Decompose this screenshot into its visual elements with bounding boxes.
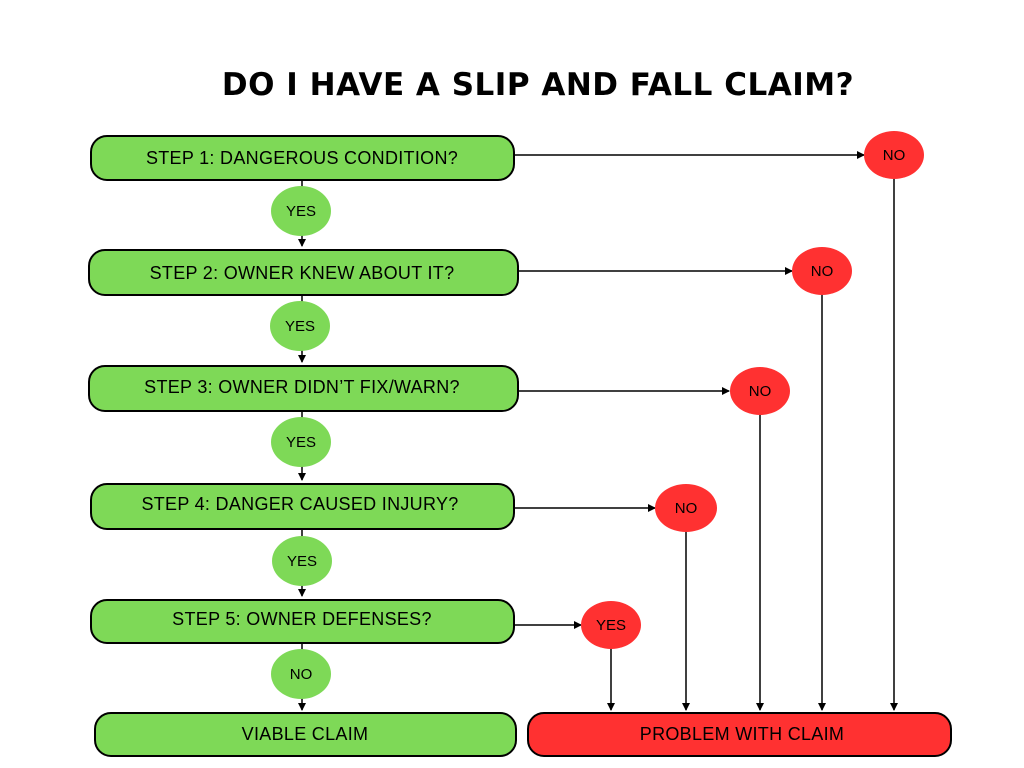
step-5-label: STEP 5: OWNER DEFENSES? xyxy=(172,609,432,629)
continue-circle-1: YES xyxy=(271,186,331,236)
step-3-label: STEP 3: OWNER DIDN’T FIX/WARN? xyxy=(144,377,460,397)
exit-label-1: NO xyxy=(883,147,906,164)
problem-claim-label: PROBLEM WITH CLAIM xyxy=(640,724,844,744)
exit-circle-2: NO xyxy=(792,247,852,295)
viable-claim-label: VIABLE CLAIM xyxy=(242,724,369,744)
exit-circle-3: NO xyxy=(730,367,790,415)
exit-label-3: NO xyxy=(749,383,772,400)
continue-circle-3: YES xyxy=(271,417,331,467)
step-box-3: STEP 3: OWNER DIDN’T FIX/WARN? xyxy=(88,365,519,412)
problem-claim-box: PROBLEM WITH CLAIM xyxy=(527,712,952,757)
continue-label-5: NO xyxy=(290,666,313,683)
continue-label-3: YES xyxy=(286,434,316,451)
step-box-2: STEP 2: OWNER KNEW ABOUT IT? xyxy=(88,249,519,296)
step-1-label: STEP 1: DANGEROUS CONDITION? xyxy=(146,148,458,168)
step-box-4: STEP 4: DANGER CAUSED INJURY? xyxy=(90,483,515,530)
continue-label-2: YES xyxy=(285,318,315,335)
page-title: DO I HAVE A SLIP AND FALL CLAIM? xyxy=(222,67,854,103)
drop-connectors xyxy=(607,178,898,711)
exit-circle-1: NO xyxy=(864,131,924,179)
continue-label-4: YES xyxy=(287,553,317,570)
continue-circle-2: YES xyxy=(270,301,330,351)
viable-claim-box: VIABLE CLAIM xyxy=(94,712,517,757)
step-box-1: STEP 1: DANGEROUS CONDITION? xyxy=(90,135,515,181)
exit-circle-5: YES xyxy=(581,601,641,649)
continue-circle-5: NO xyxy=(271,649,331,699)
exit-label-2: NO xyxy=(811,263,834,280)
exit-connectors xyxy=(514,151,865,629)
continue-circle-4: YES xyxy=(272,536,332,586)
exit-circle-4: NO xyxy=(655,484,717,532)
step-4-label: STEP 4: DANGER CAUSED INJURY? xyxy=(141,494,458,514)
exit-label-4: NO xyxy=(675,500,698,517)
exit-label-5: YES xyxy=(596,617,626,634)
step-2-label: STEP 2: OWNER KNEW ABOUT IT? xyxy=(150,263,455,283)
continue-label-1: YES xyxy=(286,203,316,220)
step-box-5: STEP 5: OWNER DEFENSES? xyxy=(90,599,515,644)
